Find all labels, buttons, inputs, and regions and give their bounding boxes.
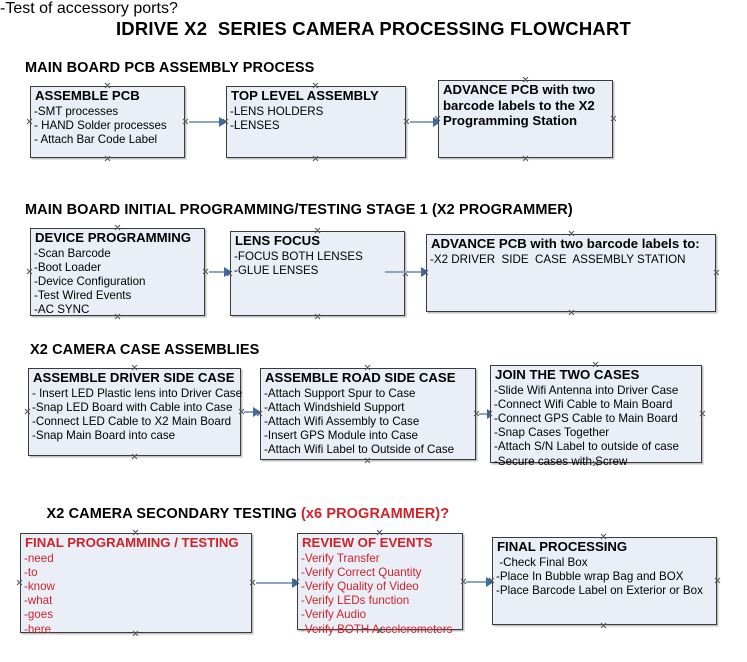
connector-line (244, 411, 256, 413)
box-line: -need (24, 551, 54, 565)
connector-arrowhead (421, 267, 429, 277)
box-device-programming[interactable]: DEVICE PROGRAMMING -Scan Barcode -Boot L… (30, 228, 205, 316)
box-line: -Insert GPS Module into Case (264, 429, 419, 443)
box-line: -LENS HOLDERS (230, 104, 324, 118)
box-line: -Place In Bubble wrap Bag and BOX (496, 569, 684, 583)
connector-line (209, 271, 227, 273)
connector-arrowhead (219, 117, 227, 127)
connector-line (385, 271, 425, 273)
box-title: FINAL PROGRAMMING / TESTING (25, 535, 239, 550)
box-title: ASSEMBLE PCB (35, 88, 140, 103)
page-title: IDRIVE X2 SERIES CAMERA PROCESSING FLOWC… (115, 18, 632, 39)
box-title: FINAL PROCESSING (497, 539, 628, 554)
box-join-the-two-cases[interactable]: JOIN THE TWO CASES -Slide Wifi Antenna i… (490, 365, 702, 468)
box-line: -Verify LEDs function (301, 594, 410, 608)
connector-line (256, 582, 296, 584)
box-lens-focus[interactable]: LENS FOCUS -FOCUS BOTH LENSES -GLUE LENS… (230, 231, 405, 316)
box-line: -Attach Wifi Assembly to Case (264, 414, 420, 428)
box-line: -Secure cases with Screw (494, 454, 628, 468)
connector-line (479, 413, 490, 415)
box-line: -Boot Loader (34, 260, 102, 274)
box-line: -FOCUS BOTH LENSES (234, 249, 363, 263)
box-line: -Snap LED Board with Cable into Case (32, 400, 233, 414)
box-line: -LENSES (230, 118, 280, 132)
section-heading-1: MAIN BOARD PCB ASSEMBLY PROCESS (25, 60, 315, 76)
box-line: -Verify Quality of Video (301, 579, 419, 593)
box-line: -AC SYNC (34, 303, 90, 317)
box-assemble-road-side-case[interactable]: ASSEMBLE ROAD SIDE CASE -Attach Support … (260, 368, 476, 460)
box-line: -Attach Wifi Label to Outside of Case (264, 443, 455, 457)
box-line: -Slide Wifi Antenna into Driver Case (494, 383, 679, 397)
box-line: -Attach Support Spur to Case (264, 386, 416, 400)
box-line: -Verify BOTH Accelerometers (301, 622, 453, 636)
connector-line (410, 121, 435, 123)
box-advance-pcb-programming-station[interactable]: ADVANCE PCB with two barcode labels to t… (438, 80, 613, 158)
box-line: -to (24, 565, 38, 579)
connector-line (466, 581, 488, 583)
box-final-processing[interactable]: FINAL PROCESSING -Check Final Box -Place… (492, 537, 717, 625)
box-line: -Connect LED Cable to X2 Main Board (32, 414, 232, 428)
box-assemble-driver-side-case[interactable]: ASSEMBLE DRIVER SIDE CASE - Insert LED P… (28, 368, 243, 456)
box-line: -Attach S/N Label to outside of case (494, 440, 679, 454)
box-review-of-events[interactable]: REVIEW OF EVENTS -Verify Transfer -Verif… (297, 533, 463, 636)
box-title: JOIN THE TWO CASES (495, 367, 640, 382)
section-heading-3: X2 CAMERA CASE ASSEMBLIES (30, 342, 260, 358)
box-top-level-assembly[interactable]: TOP LEVEL ASSEMBLY -LENS HOLDERS -LENSES (226, 86, 406, 158)
box-line: -Snap Main Board into case (32, 429, 176, 443)
box-line: -Place Barcode Label on Exterior or Box (496, 583, 703, 597)
box-line: - HAND Solder processes (34, 118, 167, 132)
box-line: -know (24, 579, 55, 593)
box-final-programming-testing[interactable]: FINAL PROGRAMMING / TESTING -need -to -k… (20, 533, 252, 636)
box-line: -here (24, 622, 52, 636)
box-assemble-pcb[interactable]: ASSEMBLE PCB -SMT processes - HAND Solde… (30, 86, 185, 158)
box-line: -goes (24, 608, 54, 622)
box-overflow-line: -Test of accessory ports? (0, 0, 178, 17)
box-line: -Connect Wifi Cable to Main Board (494, 397, 673, 411)
connector-arrowhead (486, 577, 494, 587)
box-title: ASSEMBLE ROAD SIDE CASE (265, 370, 456, 385)
box-title: ADVANCE PCB with two barcode labels to: (431, 236, 700, 251)
box-line: -SMT processes (34, 104, 119, 118)
box-line: -Verify Transfer (301, 551, 380, 565)
connector-arrowhead (224, 267, 232, 277)
connector-arrowhead (253, 407, 261, 417)
box-line: -Verify Correct Quantity (301, 565, 422, 579)
box-line: -Check Final Box (496, 555, 588, 569)
box-advance-pcb-driver-side[interactable]: ADVANCE PCB with two barcode labels to: … (426, 234, 716, 312)
box-title: REVIEW OF EVENTS (302, 535, 433, 550)
box-line: -Attach Windshield Support (264, 400, 405, 414)
box-line: -Connect GPS Cable to Main Board (494, 411, 678, 425)
box-title: TOP LEVEL ASSEMBLY (231, 88, 379, 103)
box-line: -GLUE LENSES (234, 263, 319, 277)
box-line: -what (24, 594, 53, 608)
box-line: -X2 DRIVER SIDE CASE ASSEMBLY STATION (430, 252, 686, 266)
connector-arrowhead (292, 578, 300, 588)
box-line: -Verify Audio (301, 608, 367, 622)
box-title: ADVANCE PCB with two barcode labels to t… (443, 82, 596, 128)
box-title: DEVICE PROGRAMMING (35, 230, 192, 245)
connector-arrowhead (433, 117, 441, 127)
box-line: -Scan Barcode (34, 246, 111, 260)
section-heading-4: X2 CAMERA SECONDARY TESTING (x6 PROGRAMM… (30, 490, 450, 538)
box-line: - Attach Bar Code Label (34, 132, 158, 146)
box-title: LENS FOCUS (235, 233, 320, 248)
section-heading-4-accent: (x6 PROGRAMMER)? (300, 506, 450, 522)
section-heading-4-text: X2 CAMERA SECONDARY TESTING (46, 506, 301, 522)
section-heading-2: MAIN BOARD INITIAL PROGRAMMING/TESTING S… (25, 202, 573, 218)
box-title: ASSEMBLE DRIVER SIDE CASE (33, 370, 235, 385)
box-line: -Device Configuration (34, 274, 146, 288)
box-line: -Snap Cases Together (494, 426, 610, 440)
box-line: -Test Wired Events (34, 289, 132, 303)
box-line: - Insert LED Plastic lens into Driver Ca… (32, 386, 243, 400)
connector-line (189, 121, 221, 123)
